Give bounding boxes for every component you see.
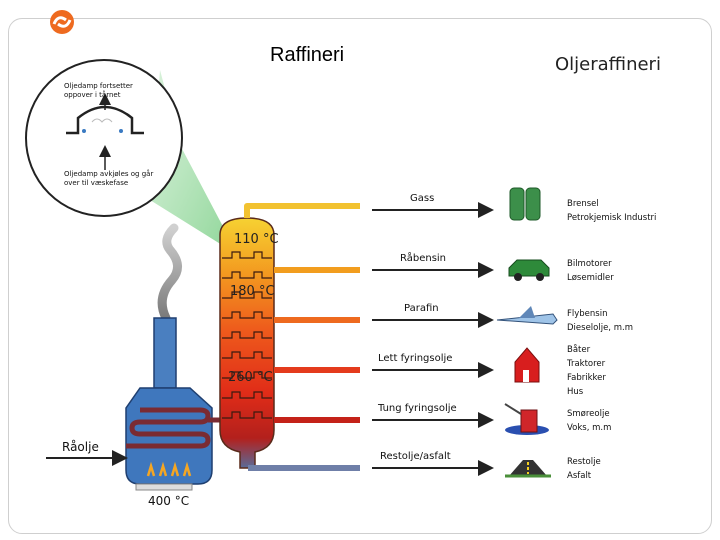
product-label: Lett fyringsolje (378, 353, 453, 364)
product-label: Parafin (404, 303, 439, 314)
furnace-temp-label: 400 °C (148, 494, 190, 508)
product-label: Gass (410, 193, 435, 204)
product-pipe (244, 203, 360, 218)
product-use-item: Bilmotorer (567, 259, 612, 269)
product-use-item: Hus (567, 387, 584, 397)
product-use-item: Løsemidler (567, 273, 614, 283)
product-use-item: Brensel (567, 199, 599, 209)
car-icon (508, 259, 550, 281)
road-icon (505, 460, 551, 478)
gas-cylinders-icon (509, 187, 541, 221)
tower-temp-label: 110 °C (234, 232, 279, 247)
diagram-title: Oljeraffineri (555, 54, 661, 75)
product-use-item: Traktorer (567, 359, 606, 369)
crude-oil-label: Råolje (62, 440, 99, 454)
airplane-icon (496, 306, 558, 325)
product-use-item: Asfalt (567, 471, 592, 481)
distillation-tower (219, 217, 275, 469)
furnace (125, 317, 213, 491)
house-icon (514, 347, 540, 383)
product-use-item: Flybensin (567, 309, 608, 319)
product-use-item: Båter (567, 345, 591, 355)
smoke (157, 223, 182, 323)
product-label: Tung fyringsolje (378, 403, 457, 414)
product-use-item: Fabrikker (567, 373, 606, 383)
product-use-item: Smøreolje (567, 409, 610, 419)
product-label: Råbensin (400, 253, 447, 264)
tower-temp-label: 260 °C (228, 370, 273, 385)
product-use-item: Petrokjemisk Industri (567, 213, 657, 223)
slide-title: Raffineri (270, 44, 345, 66)
inset-magnifier (25, 59, 183, 217)
inset-bottom-text: Oljedamp avkjøles og går over til væskef… (64, 170, 154, 187)
inset-top-text: Oljedamp fortsetter oppover i tårnet (64, 82, 133, 99)
product-label: Restolje/asfalt (380, 451, 451, 462)
tower-temp-label: 180 °C (230, 284, 275, 299)
refresh-logo-icon (50, 10, 74, 34)
product-use-item: Voks, m.m (567, 423, 612, 433)
product-use-item: Dieselolje, m.m (567, 323, 633, 333)
oil-can-icon (504, 403, 549, 435)
product-use-item: Restolje (567, 457, 601, 467)
